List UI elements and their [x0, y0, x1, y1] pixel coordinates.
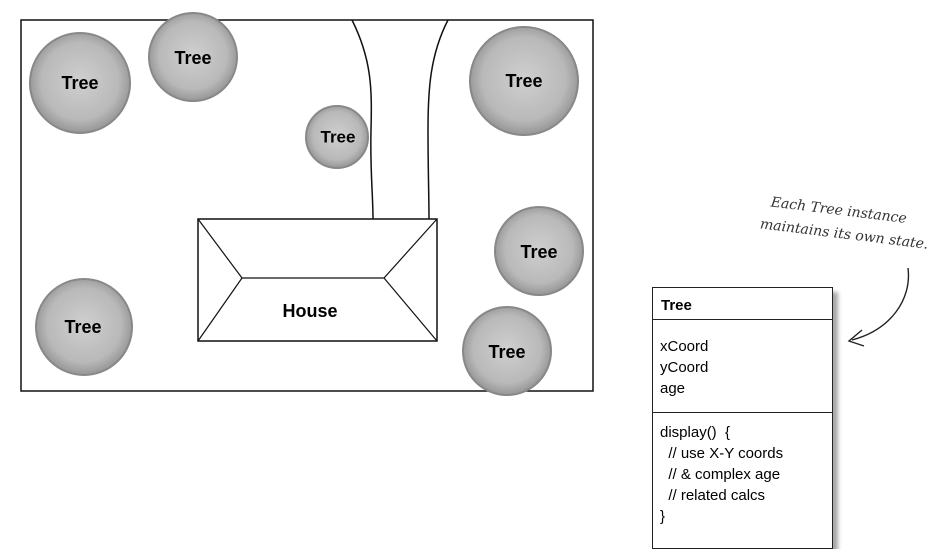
tree-label: Tree: [174, 48, 211, 68]
annotation-arrow: [851, 267, 910, 341]
house-outline: [197, 218, 438, 342]
tree-5: Tree: [494, 206, 584, 296]
uml-operation-line: // related calcs: [660, 487, 766, 504]
house-roof-lines: [197, 218, 438, 279]
tree-6: Tree: [35, 278, 133, 376]
arrow-head-icon: [847, 329, 865, 347]
tree-label: Tree: [61, 73, 98, 93]
uml-attribute: yCoord: [660, 359, 709, 376]
tree-label: Tree: [505, 71, 542, 91]
uml-operation-line: display() {: [660, 424, 731, 441]
uml-attribute: age: [660, 380, 686, 397]
tree-label: Tree: [520, 242, 557, 262]
uml-attribute: xCoord: [660, 338, 709, 355]
tree-label: Tree: [321, 128, 356, 147]
tree-7: Tree: [462, 306, 552, 396]
uml-operation-line: }: [660, 508, 666, 525]
uml-operation-line: // use X-Y coords: [660, 445, 784, 462]
house: House: [197, 218, 438, 342]
path-left-edge: [351, 19, 374, 220]
tree-2: Tree: [148, 12, 238, 102]
tree-3: Tree: [305, 105, 369, 169]
uml-class-box: Tree xCoord yCoord age display() { // us…: [652, 287, 833, 549]
tree-1: Tree: [29, 32, 131, 134]
house-roof-lines-bottom: [197, 277, 243, 342]
yard-boundary: [20, 19, 594, 392]
uml-operation-line: // & complex age: [660, 466, 781, 483]
house-label: House: [282, 301, 337, 321]
tree-label: Tree: [64, 317, 101, 337]
uml-operations: display() { // use X-Y coords // & compl…: [653, 413, 832, 527]
annotation: Each Tree instance maintains its own sta…: [759, 194, 929, 252]
uml-class-name: Tree: [653, 288, 832, 320]
tree-label: Tree: [488, 342, 525, 362]
uml-attributes: xCoord yCoord age: [653, 320, 832, 413]
path-right-edge: [427, 19, 449, 220]
house-roof-line-br: [383, 277, 438, 342]
tree-4: Tree: [469, 26, 579, 136]
